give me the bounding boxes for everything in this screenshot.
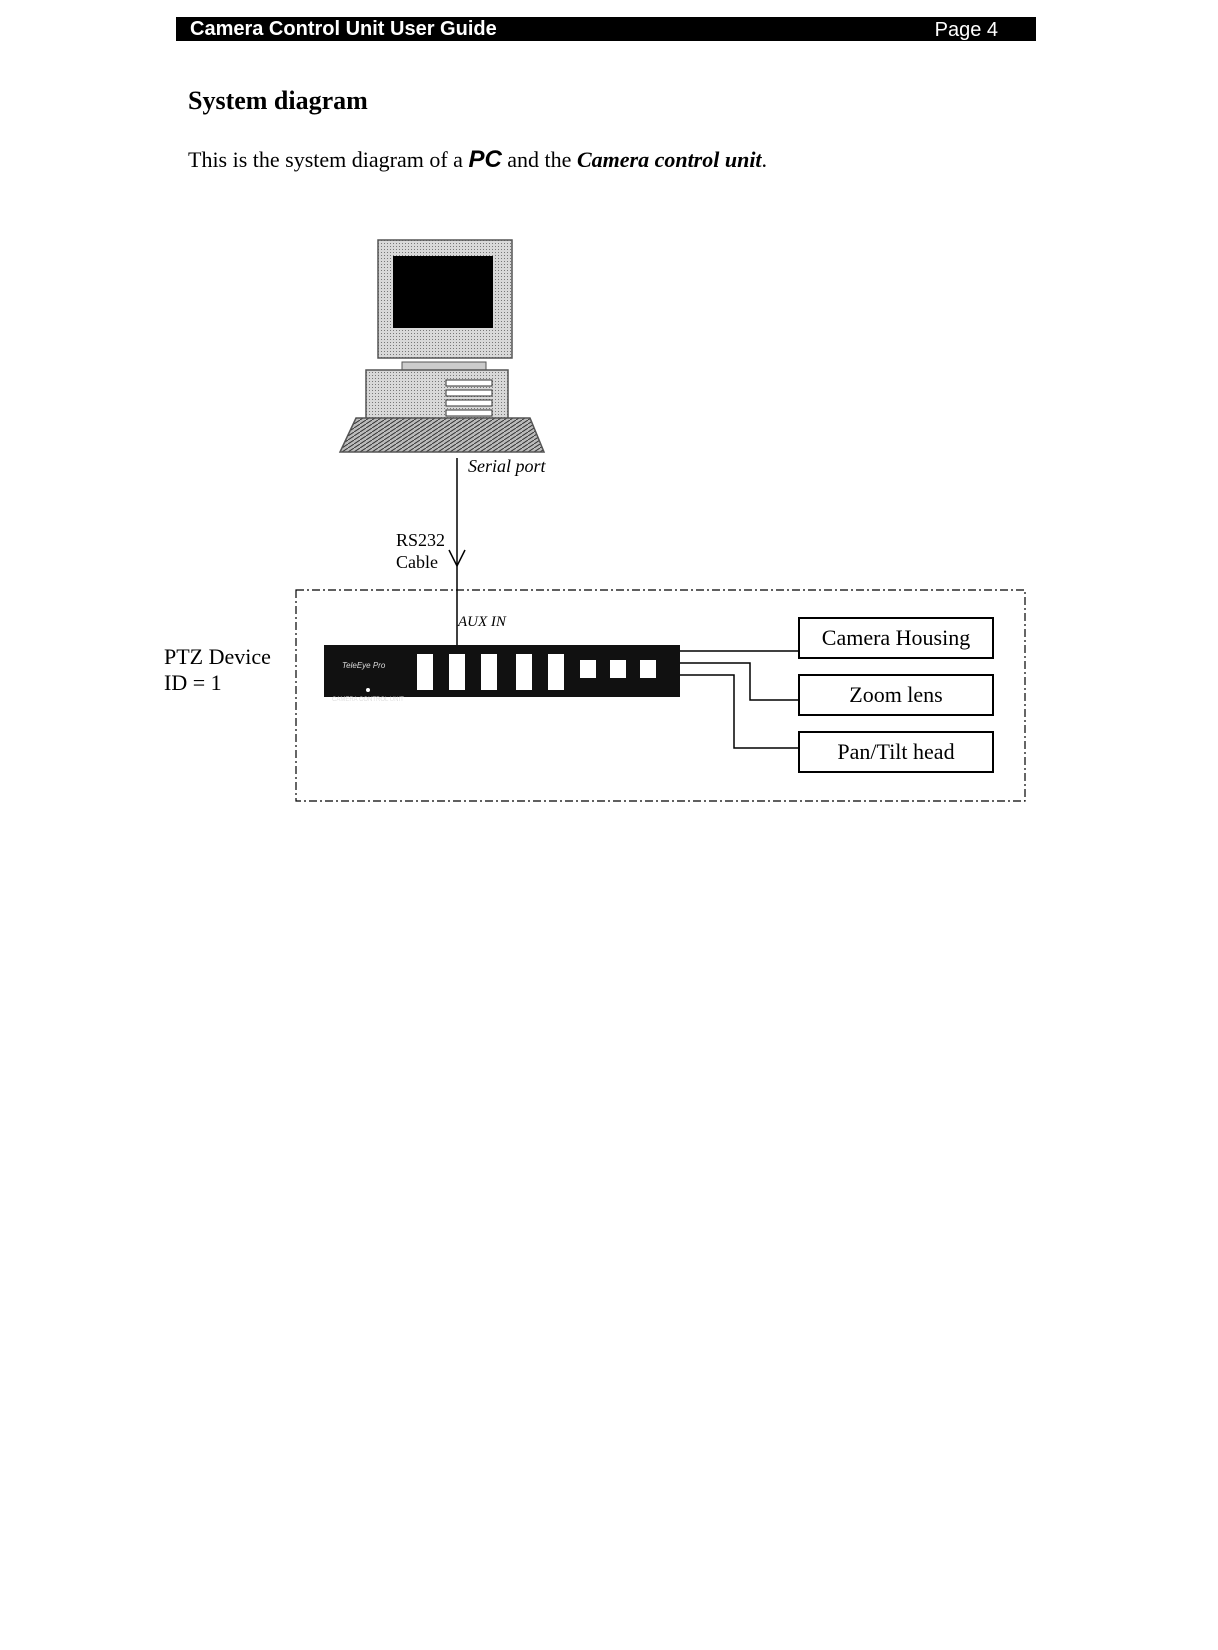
unit-subtitle: CAMERA CONTROL UNIT	[332, 697, 404, 703]
ptz-device-label: PTZ Device	[164, 644, 271, 670]
aux-in-label: AUX IN	[458, 614, 506, 631]
camera-housing-box: Camera Housing	[798, 617, 994, 659]
serial-port-label: Serial port	[468, 456, 546, 477]
pan-tilt-head-box: Pan/Tilt head	[798, 731, 994, 773]
ptz-id-label: ID = 1	[164, 670, 222, 696]
zoom-lens-box: Zoom lens	[798, 674, 994, 716]
connector-pan-tilt	[680, 675, 798, 748]
rs232-label: RS232	[396, 530, 445, 551]
unit-brand-logo: TeleEye Pro	[342, 661, 385, 670]
cable-label: Cable	[396, 552, 438, 573]
camera-control-unit	[324, 645, 680, 697]
connector-zoom-lens	[680, 663, 798, 700]
pc-illustration	[340, 240, 544, 452]
